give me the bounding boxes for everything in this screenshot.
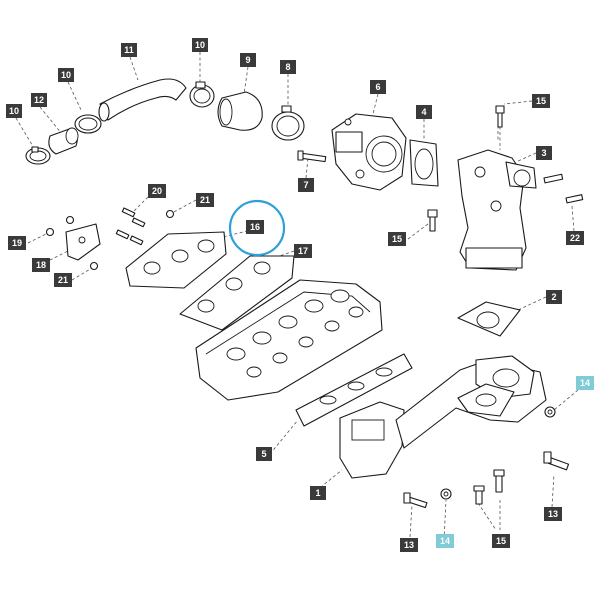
callout-12[interactable]: 12 [31, 93, 47, 107]
gasket-17 [179, 255, 295, 331]
callout-16[interactable]: 16 [246, 220, 264, 234]
callout-10[interactable]: 10 [192, 38, 208, 52]
small-parts-left [45, 207, 175, 271]
intake-manifold [339, 355, 547, 479]
callout-9[interactable]: 9 [240, 53, 256, 67]
callout-15[interactable]: 15 [532, 94, 550, 108]
callout-8[interactable]: 8 [280, 60, 296, 74]
callout-2[interactable]: 2 [546, 290, 562, 304]
callout-5[interactable]: 5 [256, 447, 272, 461]
callout-11[interactable]: 11 [121, 43, 137, 57]
manifold-upper [125, 231, 227, 289]
callout-21[interactable]: 21 [196, 193, 214, 207]
bolt-15-mid [427, 209, 438, 232]
callout-17[interactable]: 17 [294, 244, 312, 258]
callout-15[interactable]: 15 [388, 232, 406, 246]
hose-assembly [25, 78, 305, 165]
throttle-body [331, 113, 407, 191]
bolt-15-top [495, 105, 505, 128]
callout-18[interactable]: 18 [32, 258, 50, 272]
nuts-14 [440, 406, 556, 500]
callout-22[interactable]: 22 [566, 231, 584, 245]
bolt-7 [297, 150, 327, 163]
callout-3[interactable]: 3 [536, 146, 552, 160]
callout-10[interactable]: 10 [58, 68, 74, 82]
callout-1[interactable]: 1 [310, 486, 326, 500]
callout-13[interactable]: 13 [544, 507, 562, 521]
callout-15[interactable]: 15 [492, 534, 510, 548]
intake-elbow [457, 149, 537, 271]
gasket-5 [295, 353, 413, 427]
pins-22 [543, 173, 584, 204]
callout-14[interactable]: 14 [576, 376, 594, 390]
callout-20[interactable]: 20 [148, 184, 166, 198]
callout-21[interactable]: 21 [54, 273, 72, 287]
callout-19[interactable]: 19 [8, 236, 26, 250]
callout-6[interactable]: 6 [370, 80, 386, 94]
callout-13[interactable]: 13 [400, 538, 418, 552]
callout-7[interactable]: 7 [298, 178, 314, 192]
bolts-bottom [403, 451, 570, 509]
cylinder-head [195, 279, 383, 401]
callout-4[interactable]: 4 [416, 105, 432, 119]
gasket-2 [457, 301, 521, 337]
gasket-4 [409, 139, 439, 187]
callout-14[interactable]: 14 [436, 534, 454, 548]
highlight-ring-16 [228, 199, 286, 257]
callout-10[interactable]: 10 [6, 104, 22, 118]
